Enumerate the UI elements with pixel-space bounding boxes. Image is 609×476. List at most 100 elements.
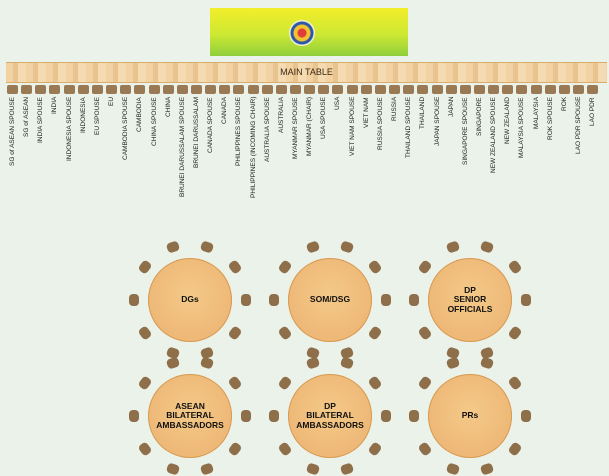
main-table-chair: [63, 85, 75, 94]
round-table-chair: [367, 441, 383, 457]
main-table-chair: [318, 85, 330, 94]
seat-label-text: CHINA SPOUSE: [150, 97, 158, 146]
round-table-chair: [277, 441, 293, 457]
round-table-chair: [269, 294, 279, 306]
seat-label-text: AUSTRALIA SPOUSE: [263, 97, 271, 162]
main-table-label: MAIN TABLE: [280, 67, 333, 77]
seat-label: EU SPOUSE: [92, 97, 103, 272]
seat-label-text: ROK: [560, 97, 568, 112]
round-table-chair: [521, 410, 531, 422]
main-table-chair: [488, 85, 500, 94]
main-table-chair: [332, 85, 344, 94]
asean-logo-icon: [289, 20, 315, 46]
seat-label-text: SG of ASEAN SPOUSE: [9, 97, 16, 166]
seat-label: PHILIPPINES (INCOMING CHAIR): [248, 97, 259, 272]
seat-label: RUSSIA SPOUSE: [375, 97, 386, 272]
round-table-chair: [480, 462, 495, 476]
round-table-chair: [241, 410, 251, 422]
round-table-chair: [129, 294, 139, 306]
main-table-chair: [176, 85, 188, 94]
main-table-chair: [473, 85, 485, 94]
seat-label: THAILAND SPOUSE: [403, 97, 414, 272]
main-table-chair: [573, 85, 584, 94]
round-table-chair: [480, 356, 495, 370]
round-table-chair: [241, 294, 251, 306]
round-table-chair: [367, 325, 383, 341]
main-table-chair: [445, 85, 457, 94]
round-table-chair: [227, 325, 243, 341]
seat-label: SG of ASEAN SPOUSE: [7, 97, 18, 272]
seat-label: SINGAPORE SPOUSE: [460, 97, 471, 272]
round-table-chair: [129, 410, 139, 422]
seat-label-text: MALAYSIA SPOUSE: [518, 97, 526, 158]
main-table-chair: [261, 85, 273, 94]
seat-label: EU: [106, 97, 117, 272]
seat-label-text: ROK SPOUSE: [546, 97, 554, 140]
main-table-chair: [304, 85, 316, 94]
seat-label: CHINA SPOUSE: [149, 97, 160, 272]
main-table: MAIN TABLE: [6, 62, 607, 83]
round-table-chair: [367, 375, 383, 391]
round-table-label: SOM/DSG: [309, 294, 351, 305]
seat-label-text: THAILAND SPOUSE: [405, 97, 413, 159]
main-table-chair: [49, 85, 61, 94]
seat-label: VIET NAM: [361, 97, 372, 272]
main-table-chair: [134, 85, 146, 94]
round-table-chair: [305, 356, 320, 370]
main-table-chair: [120, 85, 132, 94]
main-table-chair: [233, 85, 245, 94]
round-table-chair: [165, 356, 180, 370]
seat-label-text: CANADA: [221, 97, 229, 125]
main-table-chair: [374, 85, 386, 94]
seat-label: LAO PDR SPOUSE: [573, 97, 584, 272]
seat-label-text: INDIA: [51, 97, 59, 115]
main-table-chair: [431, 85, 443, 94]
seat-label-text: INDIA SPOUSE: [37, 97, 45, 143]
seat-label: ROK: [559, 97, 570, 272]
main-table-chair: [219, 85, 231, 94]
main-table-chair: [106, 85, 118, 94]
round-table-chair: [417, 441, 433, 457]
seat-label-text: RUSSIA: [391, 97, 399, 122]
round-table-chair: [445, 356, 460, 370]
seat-label: AUSTRALIA SPOUSE: [262, 97, 273, 272]
round-table-chair: [409, 410, 419, 422]
main-table-chair: [417, 85, 429, 94]
main-table-chair: [275, 85, 287, 94]
seat-label: MALAYSIA SPOUSE: [516, 97, 527, 272]
main-table-chair: [247, 85, 259, 94]
seat-label: NEW ZEALAND: [502, 97, 513, 272]
round-table: PRs: [428, 374, 512, 458]
round-table-chair: [381, 294, 391, 306]
seat-label-text: RUSSIA SPOUSE: [376, 97, 384, 150]
seat-label: INDONESIA SPOUSE: [64, 97, 75, 272]
round-table-chair: [507, 375, 523, 391]
seat-label-text: VIET NAM: [362, 97, 370, 128]
main-table-chair: [530, 85, 542, 94]
main-table-chair: [91, 85, 103, 94]
seat-label: ROK SPOUSE: [545, 97, 556, 272]
seat-label: AUSTRALIA: [276, 97, 287, 272]
seat-label-text: AUSTRALIA: [277, 97, 285, 134]
round-table-chair: [417, 325, 433, 341]
seat-label: THAILAND: [417, 97, 428, 272]
seat-label-text: NEW ZEALAND: [504, 97, 512, 144]
seat-label-text: JAPAN SPOUSE: [433, 97, 441, 147]
main-table-chair: [360, 85, 372, 94]
seat-label-text: LAO PDR SPOUSE: [575, 97, 582, 155]
round-table-chair: [445, 462, 460, 476]
round-table-chair: [227, 441, 243, 457]
seat-label: CANADA: [219, 97, 230, 272]
seat-label: INDIA: [49, 97, 60, 272]
main-table-chair: [389, 85, 401, 94]
round-table-chair: [340, 356, 355, 370]
seat-label-text: SINGAPORE SPOUSE: [461, 97, 469, 165]
seat-label-text: USA SPOUSE: [320, 97, 328, 139]
seat-label-text: PHILIPPINES SPOUSE: [235, 97, 243, 166]
round-table-chair: [137, 375, 153, 391]
